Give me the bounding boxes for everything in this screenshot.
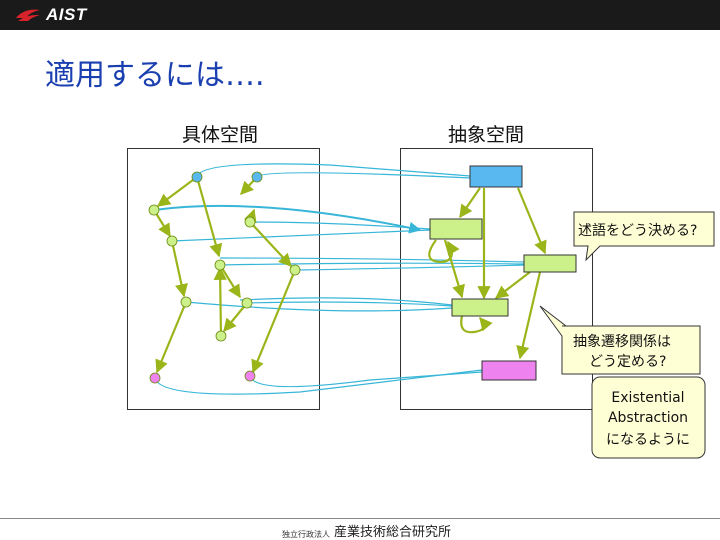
slide-title: 適用するには…. (45, 58, 265, 93)
map-line (196, 163, 471, 178)
map-line (171, 229, 431, 242)
abstract-state-error (481, 360, 537, 381)
concrete-arrow (251, 269, 297, 374)
concrete-state-initial (251, 171, 263, 183)
concrete-state (289, 264, 301, 276)
mapping-lines (154, 163, 525, 395)
map-line (185, 301, 453, 312)
aist-logo-icon (16, 9, 40, 21)
existential-line3: になるように (606, 432, 690, 448)
map-line (219, 257, 525, 263)
concrete-state (166, 235, 178, 247)
abstract-state (451, 298, 509, 317)
abstract-arrow (516, 187, 547, 255)
concrete-arrow (223, 302, 248, 333)
concrete-state (214, 259, 226, 271)
abstract-states (429, 165, 577, 381)
concrete-states (148, 171, 301, 384)
existential-line2: Abstraction (608, 410, 688, 426)
concrete-state (244, 216, 256, 228)
concrete-state (215, 330, 227, 342)
map-line (219, 262, 525, 266)
abstract-arrow (494, 271, 531, 299)
footer-org-name: 産業技術総合研究所 (334, 525, 452, 540)
predicate-callout-text: 述語をどう決める? (578, 223, 697, 239)
concrete-state (241, 297, 253, 309)
concrete-arrow (219, 264, 241, 299)
footer-divider (0, 518, 720, 519)
footer: 独立行政法人 産業技術総合研究所 (282, 521, 451, 540)
abstract-state (523, 254, 577, 273)
abstract-state-initial (469, 165, 523, 188)
concrete-arrow (213, 266, 227, 337)
concrete-state-initial (191, 171, 203, 183)
concrete-arrow (249, 221, 292, 267)
highlighted-map-line (153, 204, 422, 234)
abstract-state (429, 218, 483, 240)
logo-text: AIST (46, 5, 87, 24)
transition-callout-line1: 抽象遷移関係は (573, 334, 671, 350)
concrete-state-error (244, 370, 256, 382)
existential-line1: Existential (611, 390, 684, 406)
concrete-state (148, 204, 160, 216)
footer-org-type: 独立行政法人 (282, 530, 330, 539)
header-bar: AIST (0, 0, 720, 30)
concrete-arrow (170, 240, 188, 298)
concrete-arrow (156, 176, 198, 207)
concrete-state-error (149, 372, 161, 384)
predicate-callout: 述語をどう決める? (573, 211, 715, 262)
abstract-space-label: 抽象空間 (448, 124, 525, 146)
map-line (154, 369, 483, 395)
abstract-self-loop (428, 239, 460, 264)
concrete-state (180, 296, 192, 308)
aist-logo: AIST (14, 4, 87, 26)
abstract-arrow (516, 271, 542, 360)
concrete-space-label: 具体空間 (182, 124, 259, 146)
transition-callout: 抽象遷移関係は どう定める? (539, 305, 701, 375)
abstract-arrow (443, 239, 465, 299)
concrete-arrow (155, 301, 188, 374)
concrete-arrow (195, 176, 223, 258)
existential-callout: Existential Abstraction になるように (591, 376, 706, 459)
map-line (294, 264, 525, 271)
abstract-transitions (428, 187, 547, 360)
transition-callout-line2: どう定める? (589, 354, 666, 370)
map-line (239, 297, 453, 306)
map-line (246, 301, 453, 307)
abstract-arrow (459, 187, 481, 219)
abstract-self-loop (460, 315, 493, 334)
